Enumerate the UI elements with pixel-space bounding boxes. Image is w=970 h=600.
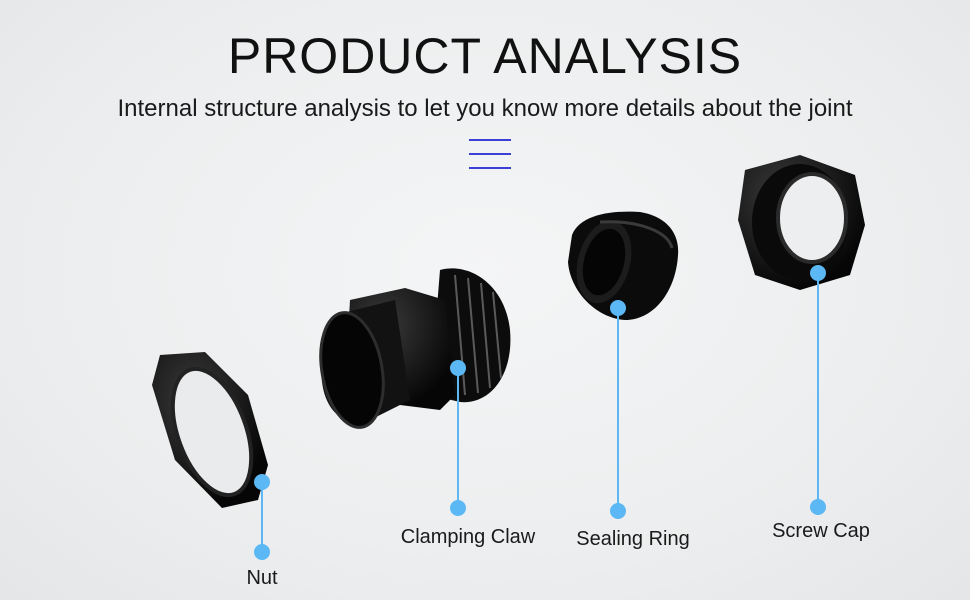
page-title: PRODUCT ANALYSIS	[227, 28, 743, 84]
clamping-claw-marker-icon	[450, 360, 466, 376]
screw-cap-part	[738, 155, 865, 290]
nut-end-marker-icon	[254, 544, 270, 560]
nut-label: Nut	[246, 567, 278, 589]
nut-marker-icon	[254, 474, 270, 490]
callouts	[254, 265, 826, 560]
sealing-ring-marker-icon	[610, 300, 626, 316]
clamping-claw-part	[319, 268, 511, 429]
clamping-claw-label: Clamping Claw	[400, 526, 536, 548]
screw-cap-label: Screw Cap	[772, 520, 870, 542]
page-subtitle: Internal structure analysis to let you k…	[117, 95, 853, 122]
sealing-ring-label: Sealing Ring	[576, 528, 690, 550]
nut-part	[152, 352, 268, 508]
sealing-ring-part	[568, 211, 679, 320]
clamping-claw-end-marker-icon	[450, 500, 466, 516]
menu-icon	[469, 139, 511, 171]
screw-cap-marker-icon	[810, 265, 826, 281]
sealing-ring-end-marker-icon	[610, 503, 626, 519]
screw-cap-end-marker-icon	[810, 499, 826, 515]
